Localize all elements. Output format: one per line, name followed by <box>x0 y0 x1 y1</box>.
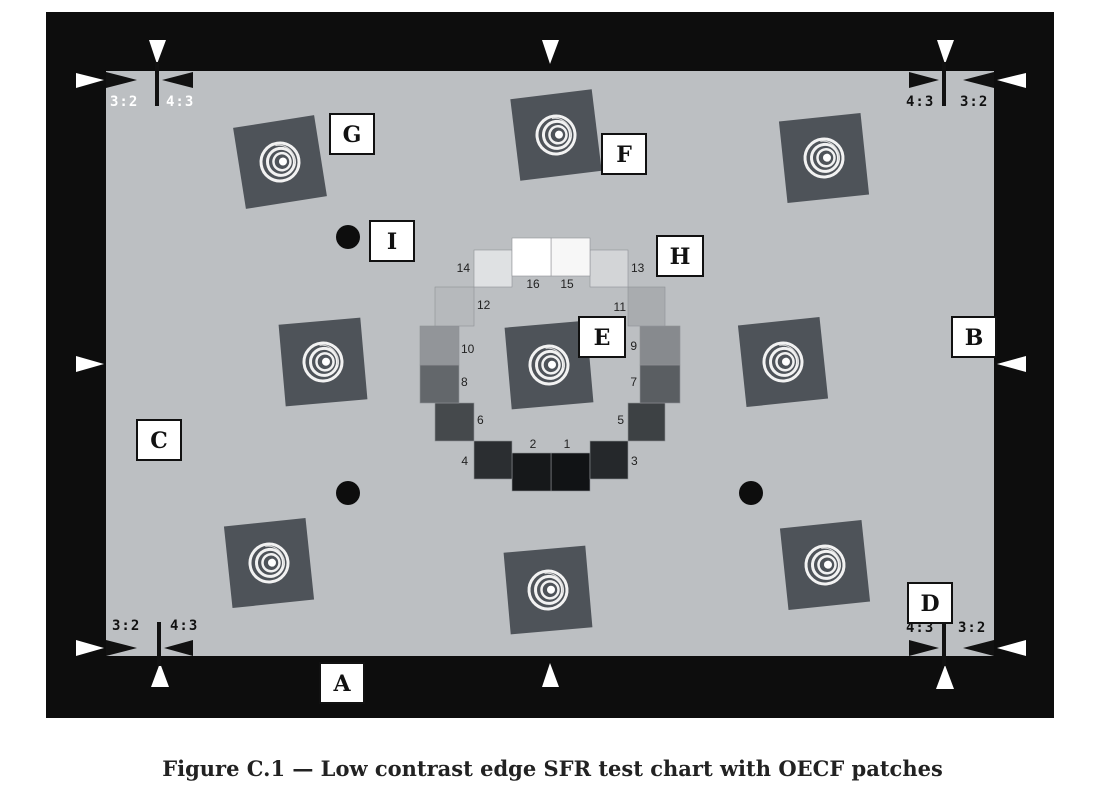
aspect-label-4-3-top-left: 4:3 <box>166 94 194 110</box>
marker-top-left <box>149 40 166 64</box>
oecf-patch-label: 12 <box>477 298 491 312</box>
dot-bottom-right <box>739 481 763 505</box>
svg-text:C: C <box>150 428 168 454</box>
target-top-right <box>778 112 870 204</box>
region-label-i: I <box>369 220 415 262</box>
svg-text:D: D <box>920 591 939 617</box>
marker-bottom-left <box>151 663 169 687</box>
oecf-patch-label: 16 <box>526 277 540 291</box>
marker-left-top <box>76 73 104 88</box>
oecf-patch-label: 7 <box>630 375 637 389</box>
figure-caption: Figure C.1 — Low contrast edge SFR test … <box>162 756 943 781</box>
crop-bar-bottom-right <box>942 622 946 666</box>
oecf-patch-10: 10 <box>419 325 475 366</box>
oecf-patch-12: 12 <box>434 286 491 327</box>
oecf-patch-label: 8 <box>461 375 468 389</box>
oecf-patch-label: 5 <box>617 413 624 427</box>
oecf-patch-label: 9 <box>630 339 637 353</box>
oecf-patch-label: 1 <box>564 437 571 451</box>
region-label-e: E <box>578 316 626 358</box>
oecf-patch-7: 7 <box>630 364 681 404</box>
crop-bar-bottom-left <box>157 622 161 666</box>
crop-arrow-top-left-4-3 <box>162 72 193 88</box>
crop-arrow-bottom-left-3-2 <box>106 640 137 656</box>
region-label-h: H <box>656 235 704 277</box>
oecf-patch-13: 13 <box>589 249 645 288</box>
crop-bar-top-left <box>155 62 159 106</box>
target-mid-right <box>737 316 829 408</box>
oecf-patch-15: 15 <box>550 237 591 291</box>
region-label-b: B <box>951 316 997 358</box>
svg-text:A: A <box>332 671 351 697</box>
crop-arrow-top-left-3-2 <box>106 72 137 88</box>
oecf-patch-label: 10 <box>461 342 475 356</box>
target-top-center <box>510 89 602 181</box>
svg-text:H: H <box>670 244 691 270</box>
oecf-patch-1: 1 <box>550 437 591 492</box>
aspect-label-3-2-top-left: 3:2 <box>110 94 138 110</box>
crop-arrow-top-right-3-2 <box>963 72 994 88</box>
target-mid-left <box>278 317 368 407</box>
marker-right-bottom <box>997 640 1026 656</box>
target-bottom-right <box>779 519 871 611</box>
target-bottom-left <box>223 517 315 609</box>
marker-right-middle <box>997 356 1026 372</box>
marker-top-right <box>937 40 954 64</box>
aspect-label-4-3-top-right: 4:3 <box>906 94 934 110</box>
crop-arrow-top-right-4-3 <box>909 72 939 88</box>
dot-top-left <box>336 225 360 249</box>
slanted-edge-targets <box>223 89 871 635</box>
oecf-patch-6: 6 <box>434 402 484 442</box>
aspect-crop-marks <box>106 62 994 666</box>
target-top-left <box>233 115 327 209</box>
region-label-g: G <box>329 113 375 155</box>
oecf-patch-label: 4 <box>461 454 468 468</box>
marker-left-middle <box>76 356 104 372</box>
registration-dots <box>336 225 763 505</box>
svg-text:F: F <box>616 142 632 168</box>
oecf-patch-label: 13 <box>631 261 645 275</box>
region-label-d: D <box>907 582 953 624</box>
oecf-patch-4: 4 <box>461 440 513 480</box>
target-bottom-center <box>503 545 593 635</box>
marker-right-top <box>997 73 1026 88</box>
region-label-f: F <box>601 133 647 175</box>
aspect-label-3-2-top-right: 3:2 <box>960 94 988 110</box>
crop-arrow-bottom-right-4-3 <box>909 640 939 656</box>
dot-bottom-left <box>336 481 360 505</box>
target-center <box>504 320 594 410</box>
region-label-a: A <box>319 662 365 704</box>
oecf-patch-label: 6 <box>477 413 484 427</box>
svg-text:I: I <box>387 229 397 255</box>
aspect-label-4-3-bottom-left: 4:3 <box>170 618 198 634</box>
oecf-patch-label: 3 <box>631 454 638 468</box>
svg-text:E: E <box>594 325 611 351</box>
marker-bottom-center <box>542 663 559 687</box>
alignment-markers <box>76 40 1026 689</box>
oecf-patch-label: 14 <box>457 261 471 275</box>
marker-top-center <box>542 40 559 64</box>
crop-arrow-bottom-left-4-3 <box>164 640 193 656</box>
crop-arrow-bottom-right-3-2 <box>963 640 994 656</box>
oecf-patch-label: 2 <box>530 437 537 451</box>
oecf-patch-9: 9 <box>630 325 681 366</box>
aspect-label-3-2-bottom-right: 3:2 <box>958 620 986 636</box>
oecf-patch-5: 5 <box>617 402 666 442</box>
oecf-patch-11: 11 <box>614 286 666 327</box>
oecf-patch-label: 11 <box>614 300 627 314</box>
oecf-patch-16: 16 <box>511 237 552 291</box>
oecf-patch-2: 2 <box>511 437 552 492</box>
marker-left-bottom <box>76 640 104 656</box>
oecf-patch-14: 14 <box>457 249 513 288</box>
oecf-patch-3: 3 <box>589 440 638 480</box>
aspect-label-3-2-bottom-left: 3:2 <box>112 618 140 634</box>
region-label-c: C <box>136 419 182 461</box>
svg-text:B: B <box>965 325 984 351</box>
svg-text:G: G <box>343 122 362 148</box>
marker-bottom-right <box>936 665 954 689</box>
oecf-patch-label: 15 <box>560 277 574 291</box>
crop-bar-top-right <box>942 62 946 106</box>
